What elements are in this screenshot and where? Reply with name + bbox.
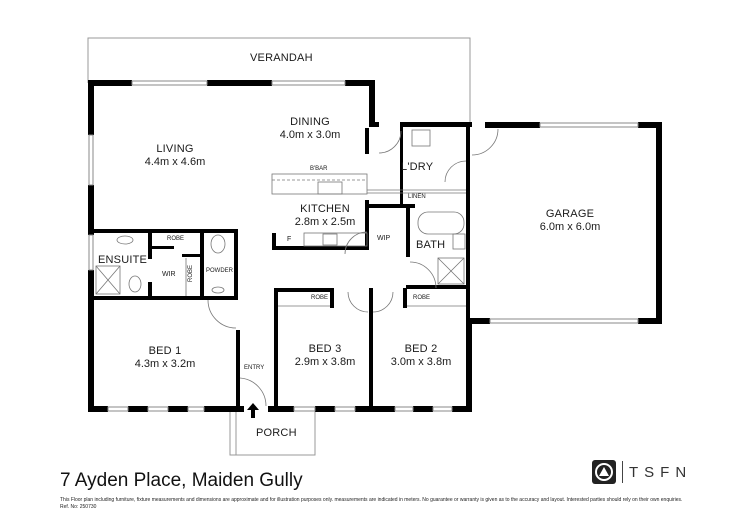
- bed2-dimensions: 3.0m x 3.8m: [390, 355, 452, 368]
- interior-walls: [88, 127, 470, 412]
- brand-name: TSFN: [629, 463, 693, 481]
- brand-logo: TSFN: [592, 460, 692, 484]
- dining-label: DINING: [290, 116, 330, 128]
- linen-label: LINEN: [408, 194, 426, 200]
- bath-label: BATH: [416, 239, 446, 251]
- entry-arrow-icon: [247, 403, 259, 418]
- robe-bed3-label: ROBE: [311, 295, 329, 301]
- ensuite-label: ENSUITE: [98, 254, 148, 266]
- bed1-dimensions: 4.3m x 3.2m: [134, 357, 196, 370]
- disclaimer-text: This Floor plan including furniture, fix…: [60, 497, 683, 503]
- verandah-label: VERANDAH: [250, 52, 313, 64]
- fixtures: [95, 128, 499, 407]
- living-label: LIVING: [156, 143, 194, 155]
- bed2-label: BED 2: [404, 343, 438, 355]
- dining-dimensions: 4.0m x 3.0m: [279, 128, 341, 141]
- kitchen-dimensions: 2.8m x 2.5m: [294, 215, 356, 228]
- porch-outline: [229, 408, 316, 456]
- disclaimer-block: This Floor plan including furniture, fix…: [60, 497, 700, 510]
- wip-label: WIP: [377, 235, 391, 242]
- robe-bed2-label: ROBE: [413, 295, 431, 301]
- breakfast-bar-label: B'BAR: [310, 166, 328, 172]
- property-address: 7 Ayden Place, Maiden Gully: [60, 470, 303, 491]
- bed3-label: BED 3: [308, 343, 342, 355]
- logo-divider: [622, 461, 623, 483]
- wir-label: WIR: [162, 271, 176, 278]
- robe-wir-label: ROBE: [188, 264, 194, 282]
- bed2-room: BED 2 3.0m x 3.8m: [376, 343, 466, 368]
- reference-number: Ref. No: 250730: [60, 503, 97, 510]
- living-room: LIVING 4.4m x 4.6m: [130, 143, 220, 168]
- living-dimensions: 4.4m x 4.6m: [144, 155, 206, 168]
- garage-dimensions: 6.0m x 6.0m: [539, 220, 601, 233]
- bed3-room: BED 3 2.9m x 3.8m: [280, 343, 370, 368]
- bed1-label: BED 1: [148, 345, 182, 357]
- windows: [88, 80, 639, 412]
- dining-room: DINING 4.0m x 3.0m: [265, 116, 355, 141]
- kitchen-room: KITCHEN 2.8m x 2.5m: [280, 203, 370, 228]
- powder-label: POWDER: [206, 268, 233, 274]
- exterior-walls: [88, 80, 662, 412]
- porch-label: PORCH: [256, 427, 297, 439]
- garage-room: GARAGE 6.0m x 6.0m: [525, 208, 615, 233]
- garage-label: GARAGE: [545, 208, 595, 220]
- fridge-label: F: [287, 236, 292, 243]
- bed3-dimensions: 2.9m x 3.8m: [294, 355, 356, 368]
- bed1-room: BED 1 4.3m x 3.2m: [120, 345, 210, 370]
- tsfn-logo-icon: [592, 460, 616, 484]
- entry-label: ENTRY: [244, 365, 265, 371]
- verandah-outline: [87, 37, 471, 122]
- robe-ensuite-label: ROBE: [167, 236, 185, 242]
- kitchen-label: KITCHEN: [300, 203, 350, 215]
- laundry-label: L'DRY: [401, 161, 434, 173]
